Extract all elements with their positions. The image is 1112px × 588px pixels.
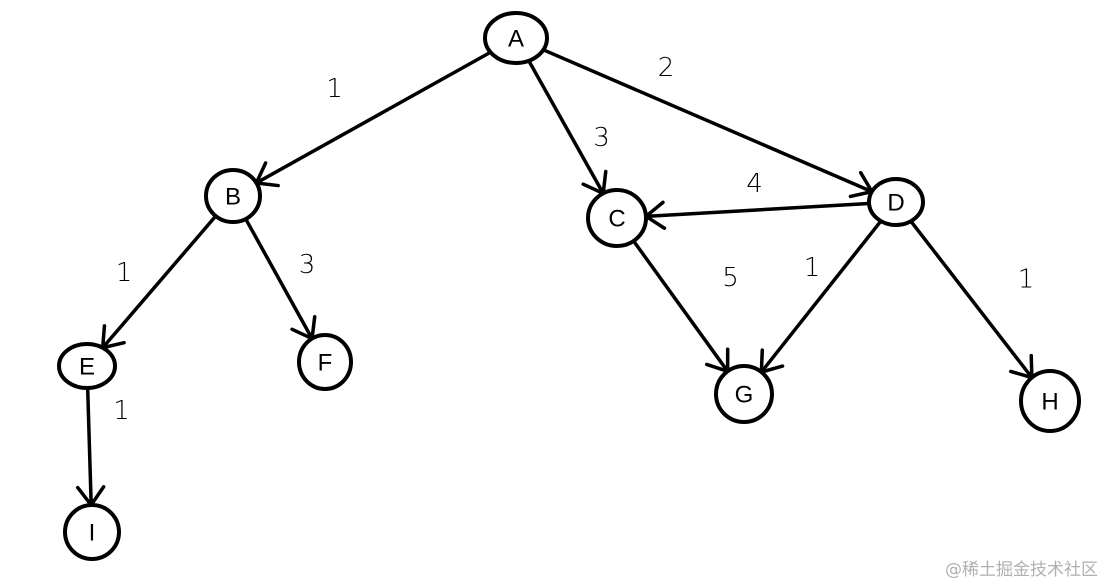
node-circle-B [204, 168, 262, 224]
node-circle-E [57, 342, 117, 390]
edges-layer [75, 48, 1034, 507]
node-label-D: D [887, 190, 904, 217]
edge-A-B [254, 50, 493, 185]
node-label-H: H [1041, 389, 1058, 416]
node-circle-A [483, 11, 549, 65]
edge-weight-D-C: 4 [746, 169, 763, 199]
edge-weight-E-I: 1 [113, 396, 130, 426]
edge-weight-D-G: 1 [804, 253, 821, 283]
nodes-layer: A B C D E F G H I [57, 11, 1081, 561]
node-label-I: I [89, 520, 96, 547]
edge-C-G [631, 239, 730, 374]
edge-A-C [527, 59, 605, 196]
node-circle-F [297, 333, 353, 391]
edge-E-I [85, 386, 93, 507]
node-label-E: E [79, 354, 95, 381]
node-G: G [714, 364, 774, 424]
node-circle-G [714, 364, 774, 424]
node-A: A [483, 11, 549, 65]
edge-D-H [909, 219, 1034, 380]
node-label-B: B [225, 184, 241, 211]
node-circle-D [867, 177, 925, 227]
node-C: C [586, 188, 648, 248]
edge-weight-D-H: 1 [1018, 265, 1035, 295]
weights-layer: 1 3 2 4 1 3 5 1 1 1 [113, 53, 1034, 426]
edge-weight-B-E: 1 [116, 258, 133, 288]
edge-weight-A-C: 3 [593, 123, 610, 153]
edge-weight-C-G: 5 [722, 263, 739, 293]
node-I: I [63, 503, 121, 561]
node-D: D [867, 177, 925, 227]
edge-weight-A-D: 2 [658, 53, 675, 83]
node-label-F: F [318, 350, 333, 377]
watermark: @稀土掘金技术社区 [945, 560, 1098, 580]
edge-weight-A-B: 1 [326, 74, 343, 104]
edge-weight-B-F: 3 [299, 250, 316, 280]
edge-A-D [541, 48, 874, 194]
node-H: H [1019, 369, 1081, 433]
node-circle-H [1019, 369, 1081, 433]
edge-B-E [100, 214, 218, 350]
edge-B-F [243, 217, 314, 341]
node-E: E [57, 342, 117, 390]
node-circle-I [63, 503, 121, 561]
node-F: F [297, 333, 353, 391]
node-label-G: G [735, 382, 754, 409]
edge-D-C [644, 201, 871, 219]
node-label-C: C [608, 206, 625, 233]
edge-D-G [759, 219, 883, 374]
node-label-A: A [508, 26, 524, 53]
node-B: B [204, 168, 262, 224]
node-circle-C [586, 188, 648, 248]
